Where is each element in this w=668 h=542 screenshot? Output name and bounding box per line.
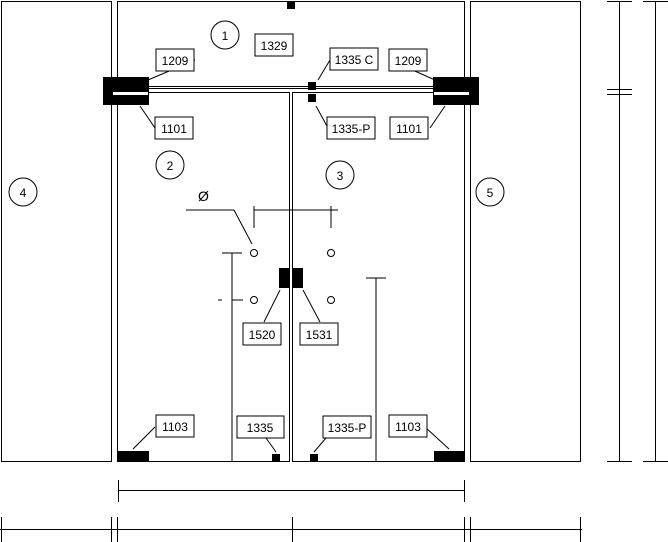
label-1531: 1531 — [299, 322, 339, 346]
top-pivot-fixed — [308, 82, 316, 90]
label-1209-right: 1209 — [388, 48, 428, 72]
svg-text:1103: 1103 — [395, 420, 421, 434]
leader-pivot-fixed — [317, 59, 331, 81]
svg-text:1335: 1335 — [247, 421, 274, 435]
label-1520: 1520 — [242, 322, 282, 346]
svg-text:3: 3 — [337, 169, 344, 183]
corner-fitting-gap-right — [434, 92, 469, 95]
svg-text:1335-P: 1335-P — [332, 122, 371, 136]
bottom-patch-left — [118, 451, 149, 461]
dimension-heights-left — [607, 1, 632, 462]
handle-hole-right-lower — [327, 296, 335, 304]
label-1103-right: 1103 — [388, 414, 428, 438]
svg-text:1103: 1103 — [162, 420, 188, 434]
leader-lock-right — [302, 289, 321, 323]
corner-fitting-top-left — [103, 77, 149, 105]
label-1335p-top: 1335-P — [326, 116, 376, 140]
diameter-symbol: Ø — [198, 188, 209, 204]
leader-floor-pivot-right — [313, 437, 327, 453]
panel-marker-3: 3 — [325, 160, 355, 190]
panel-marker-1: 1 — [210, 20, 240, 50]
dimension-overall-width — [0, 517, 582, 542]
svg-text:1329: 1329 — [261, 39, 288, 53]
top-patch-center — [287, 1, 295, 9]
leader-patch-top-right — [429, 105, 446, 129]
svg-text:1520: 1520 — [249, 328, 276, 342]
panel-marker-2: 2 — [155, 150, 185, 180]
leader-floor-pivot-left — [265, 437, 277, 453]
svg-text:1101: 1101 — [396, 122, 422, 136]
side-panel-right — [470, 1, 581, 462]
leader-pivot-pane — [315, 105, 329, 129]
leader-patch-bottom-right — [424, 426, 450, 450]
leader-patch-bottom-left — [132, 426, 156, 450]
svg-text:1209: 1209 — [162, 54, 189, 68]
svg-text:1531: 1531 — [306, 328, 333, 342]
label-1329: 1329 — [254, 33, 294, 57]
svg-text:1101: 1101 — [161, 122, 187, 136]
panel-marker-5: 5 — [475, 177, 505, 207]
dimension-door-width — [118, 480, 465, 502]
handle-hole-left-upper — [250, 249, 258, 257]
svg-text:5: 5 — [487, 186, 494, 200]
label-1103-left: 1103 — [155, 414, 195, 438]
svg-text:4: 4 — [20, 186, 27, 200]
lock-right — [293, 268, 303, 288]
handle-hole-right-upper — [327, 249, 335, 257]
panel-marker-4: 4 — [8, 177, 38, 207]
floor-pivot-right — [310, 454, 318, 462]
label-1335p-bottom: 1335-P — [322, 415, 372, 439]
svg-text:2: 2 — [167, 159, 174, 173]
label-1101-right: 1101 — [389, 116, 429, 140]
bottom-patch-right — [434, 451, 465, 461]
door-leaf-left — [117, 92, 290, 462]
side-panel-left — [1, 1, 112, 462]
lock-left — [279, 268, 289, 288]
floor-pivot-left — [272, 454, 280, 462]
diameter-leader — [233, 209, 253, 245]
label-1335c: 1335 C — [329, 47, 379, 71]
svg-text:1335 C: 1335 C — [335, 53, 374, 67]
svg-text:1: 1 — [222, 29, 229, 43]
svg-text:1335-P: 1335-P — [328, 421, 367, 435]
label-1101-left: 1101 — [154, 116, 194, 140]
svg-text:1209: 1209 — [395, 54, 422, 68]
leader-patch-top-left — [139, 105, 156, 129]
dimension-overall-height — [643, 1, 668, 462]
handle-hole-left-lower — [250, 296, 258, 304]
door-leaf-right — [292, 92, 465, 462]
label-1335: 1335 — [236, 415, 285, 439]
label-1209-left: 1209 — [155, 48, 195, 72]
corner-fitting-top-right — [433, 77, 479, 105]
corner-fitting-gap-left — [113, 92, 148, 95]
top-pivot-pane — [308, 94, 316, 102]
leader-lock-left — [263, 289, 281, 323]
